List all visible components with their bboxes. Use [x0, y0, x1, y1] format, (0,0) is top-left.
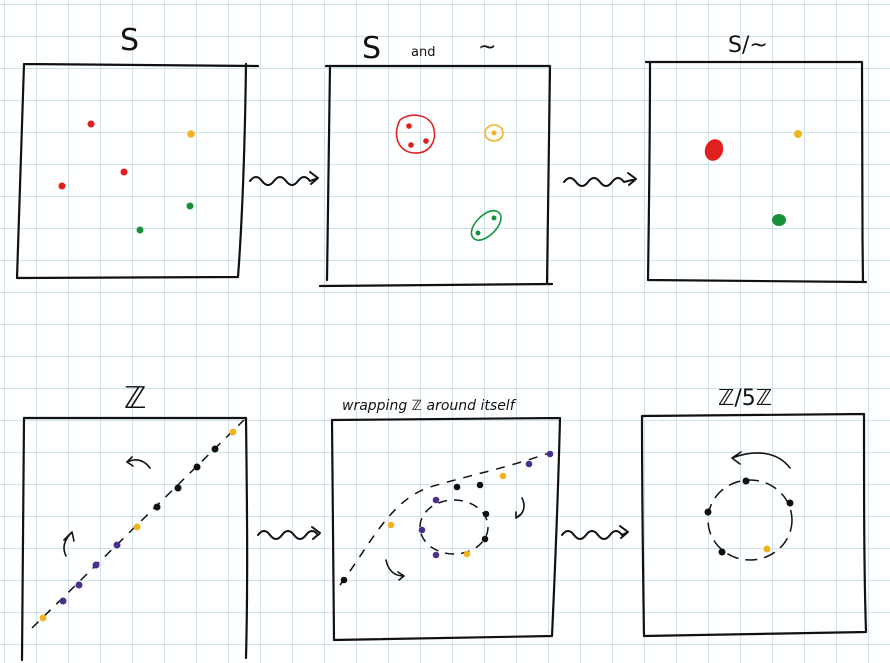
point-integer — [113, 541, 121, 549]
point-green — [475, 230, 481, 236]
title-z: ℤ — [124, 381, 146, 416]
panel-integers: ℤ — [20, 381, 249, 662]
frame-z — [20, 416, 249, 662]
point-integer — [481, 535, 489, 543]
point-integer — [229, 428, 237, 436]
point-integer — [432, 496, 440, 504]
point-residue — [786, 499, 794, 507]
curved-arrow-icon — [731, 451, 791, 469]
equivalence-class-yellow — [484, 124, 504, 142]
point-red — [120, 168, 128, 176]
wrapped-cycle — [419, 499, 489, 555]
point-integer — [499, 472, 507, 480]
point-integer — [525, 460, 533, 468]
point-green — [491, 215, 497, 221]
point-integer — [482, 510, 490, 518]
frame-s-and — [318, 64, 554, 288]
cycle — [707, 479, 793, 561]
point-green — [186, 202, 194, 210]
point-green — [136, 226, 144, 234]
title-quotient: S/~ — [728, 33, 768, 58]
point-integer — [92, 561, 100, 569]
point-integer — [75, 581, 83, 589]
squiggle-arrow-bottom-2 — [561, 525, 629, 540]
point-red — [406, 123, 412, 129]
title-s: S — [120, 23, 139, 58]
equivalence-class-red — [395, 114, 436, 154]
point-red — [87, 120, 95, 128]
class-red — [704, 139, 724, 161]
point-integer — [211, 445, 219, 453]
point-integer — [476, 481, 484, 489]
class-green — [772, 214, 786, 226]
point-red — [423, 138, 429, 144]
curved-arrow-icon — [63, 531, 75, 557]
point-red — [408, 142, 414, 148]
title-s-and-and: and — [411, 45, 435, 60]
squiggle-arrow-top-1 — [249, 171, 319, 186]
panel-wrapping: wrapping ℤ around itself — [330, 398, 562, 642]
point-integer — [340, 576, 348, 584]
point-integer — [133, 523, 141, 531]
point-integer — [174, 484, 182, 492]
squiggle-arrow-bottom-1 — [257, 526, 321, 540]
panel-set-s: S — [15, 23, 260, 280]
panel-cyclic-group: ℤ/5ℤ — [640, 386, 868, 638]
panel-s-and-relation: S and ~ — [318, 31, 554, 288]
point-residue — [704, 508, 712, 516]
curved-arrow-icon — [126, 456, 151, 469]
point-integer — [59, 597, 67, 605]
wrapped-line — [339, 451, 553, 586]
point-integer — [418, 526, 426, 534]
title-wrapping: wrapping ℤ around itself — [342, 398, 517, 414]
point-residue — [742, 477, 750, 485]
point-yellow — [187, 130, 195, 138]
point-red — [58, 182, 66, 190]
point-integer — [453, 483, 461, 491]
curved-arrow-icon — [515, 497, 525, 519]
point-integer — [546, 450, 554, 458]
point-residue — [718, 548, 726, 556]
point-integer — [153, 503, 161, 511]
class-yellow — [794, 130, 802, 138]
squiggle-arrow-top-2 — [563, 172, 637, 187]
title-zmod: ℤ/5ℤ — [718, 386, 772, 411]
frame-wrapping — [330, 416, 562, 642]
point-integer — [39, 614, 47, 622]
frame-s — [15, 62, 260, 280]
frame-zmod — [640, 412, 868, 638]
point-yellow — [491, 130, 497, 136]
title-s-and-s: S — [362, 31, 381, 66]
title-s-and-tilde: ~ — [478, 35, 496, 60]
point-integer — [387, 521, 395, 529]
point-integer — [193, 463, 201, 471]
point-residue — [763, 545, 771, 553]
equivalence-class-green — [470, 210, 502, 241]
point-integer — [463, 550, 471, 558]
panel-quotient: S/~ — [644, 33, 868, 284]
curved-arrow-icon — [385, 559, 405, 581]
point-integer — [432, 551, 440, 559]
frame-quotient — [644, 60, 868, 284]
